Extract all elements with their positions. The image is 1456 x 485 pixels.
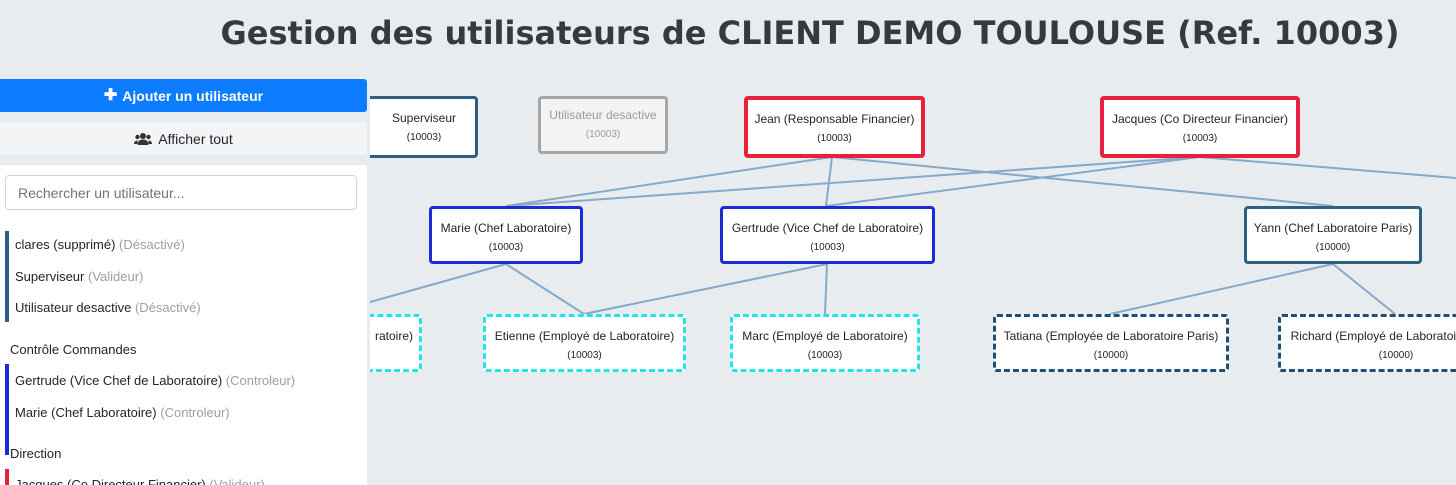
link-marie-partial — [370, 263, 507, 303]
link-jean-yann — [831, 156, 1334, 207]
node-ref: (10000) — [1315, 242, 1351, 254]
user-list-item[interactable]: Gertrude (Vice Chef de Laboratoire) (Con… — [15, 373, 295, 388]
user-list-item[interactable]: Jacques (Co Directeur Financier) (Valide… — [15, 477, 265, 485]
org-node-etienne[interactable]: Etienne (Employé de Laboratoire) (10003) — [483, 314, 686, 372]
group-color-bar-validators — [5, 231, 9, 322]
org-chart: Superviseur (10003) Utilisateur desactiv… — [370, 80, 1456, 485]
page-title: Gestion des utilisateurs de CLIENT DEMO … — [220, 14, 1400, 52]
node-name: Utilisateur desactive — [549, 108, 657, 122]
node-ref: (10003) — [807, 350, 843, 362]
link-jacques-gertrude — [825, 156, 1200, 207]
org-node-marie[interactable]: Marie (Chef Laboratoire) (10003) — [429, 206, 583, 264]
org-node-gertrude[interactable]: Gertrude (Vice Chef de Laboratoire) (100… — [720, 206, 935, 264]
user-name: Superviseur — [15, 269, 85, 284]
org-node-jean[interactable]: Jean (Responsable Financier) (10003) — [744, 96, 925, 158]
org-node-richard[interactable]: Richard (Employé de Laboratoire Paris) (… — [1278, 314, 1456, 372]
group-label-direction: Direction — [10, 446, 62, 461]
org-node-utilisateur-desactive[interactable]: Utilisateur desactive (10003) — [538, 96, 668, 154]
group-color-bar-controleurs — [5, 364, 9, 455]
user-list-item[interactable]: clares (supprimé) (Désactivé) — [15, 237, 185, 252]
node-ref: (10003) — [1182, 133, 1218, 145]
node-ref: (10003) — [810, 242, 845, 254]
add-user-label: Ajouter un utilisateur — [122, 87, 264, 104]
link-jean-marie — [505, 156, 833, 207]
node-name: Marie (Chef Laboratoire) — [440, 221, 572, 235]
users-icon — [134, 132, 153, 146]
group-label-controle-commandes: Contrôle Commandes — [10, 342, 137, 357]
node-ref: (10003) — [585, 129, 621, 141]
node-name: Etienne (Employé de Laboratoire) — [494, 329, 675, 343]
node-name: Marc (Employé de Laboratoire) — [742, 329, 908, 343]
node-name: Yann (Chef Laboratoire Paris) — [1253, 221, 1413, 235]
link-jean-gertrude — [825, 156, 833, 207]
user-name: Gertrude (Vice Chef de Laboratoire) — [15, 373, 223, 388]
org-node-jacques[interactable]: Jacques (Co Directeur Financier) (10003) — [1100, 96, 1300, 158]
sidebar: ✚ Ajouter un utilisateur Afficher tout c… — [0, 79, 367, 485]
user-name: Utilisateur desactive — [15, 300, 132, 315]
user-name: Jacques (Co Directeur Financier) — [15, 477, 206, 485]
user-status: (Désactivé) — [134, 300, 201, 315]
show-all-label: Afficher tout — [158, 130, 233, 147]
user-list-item[interactable]: Superviseur (Valideur) — [15, 269, 143, 284]
node-name: Jacques (Co Directeur Financier) — [1111, 112, 1289, 126]
org-node-marc[interactable]: Marc (Employé de Laboratoire) (10003) — [730, 314, 920, 372]
user-list-item[interactable]: Utilisateur desactive (Désactivé) — [15, 300, 201, 315]
user-status: (Valideur) — [209, 477, 265, 485]
link-yann-richard — [1332, 263, 1396, 315]
user-name: clares (supprimé) — [15, 237, 116, 252]
org-node-partial[interactable]: ratoire) — [370, 314, 422, 372]
link-jacques-offscreen — [1198, 156, 1456, 179]
user-name: Marie (Chef Laboratoire) — [15, 405, 157, 420]
user-status: (Valideur) — [88, 269, 144, 284]
node-name: Superviseur — [391, 111, 457, 125]
node-name: Richard (Employé de Laboratoire Paris) — [1290, 329, 1456, 343]
org-chart-links — [370, 156, 1456, 315]
link-gertrude-marc — [824, 263, 828, 315]
node-name: Jean (Responsable Financier) — [754, 112, 915, 126]
node-ref: (10000) — [1093, 350, 1129, 362]
org-node-superviseur[interactable]: Superviseur (10003) — [370, 96, 478, 158]
node-name: Gertrude (Vice Chef de Laboratoire) — [731, 221, 924, 235]
search-user-input[interactable] — [5, 175, 357, 210]
user-list-panel: clares (supprimé) (Désactivé) Superviseu… — [0, 165, 367, 485]
org-node-yann[interactable]: Yann (Chef Laboratoire Paris) (10000) — [1244, 206, 1422, 264]
node-ref: (10003) — [488, 242, 524, 254]
user-status: (Controleur) — [160, 405, 230, 420]
node-ref: (10003) — [567, 350, 602, 362]
node-ref: (10003) — [406, 132, 442, 144]
user-list-item[interactable]: Marie (Chef Laboratoire) (Controleur) — [15, 405, 230, 420]
node-ref: (10000) — [1378, 350, 1414, 362]
org-node-tatiana[interactable]: Tatiana (Employée de Laboratoire Paris) … — [993, 314, 1229, 372]
link-marie-etienne — [505, 263, 585, 315]
link-jacques-marie — [505, 156, 1200, 207]
plus-icon: ✚ — [103, 86, 118, 104]
node-name: Tatiana (Employée de Laboratoire Paris) — [1003, 329, 1219, 343]
link-gertrude-etienne — [583, 263, 828, 315]
node-ref: (10003) — [817, 133, 852, 145]
link-yann-tatiana — [1109, 263, 1334, 315]
user-status: (Controleur) — [225, 373, 296, 388]
show-all-button[interactable]: Afficher tout — [0, 122, 367, 155]
node-name: ratoire) — [374, 329, 413, 343]
add-user-button[interactable]: ✚ Ajouter un utilisateur — [0, 79, 367, 112]
group-color-bar-direction — [5, 469, 9, 485]
user-status: (Désactivé) — [119, 237, 185, 252]
